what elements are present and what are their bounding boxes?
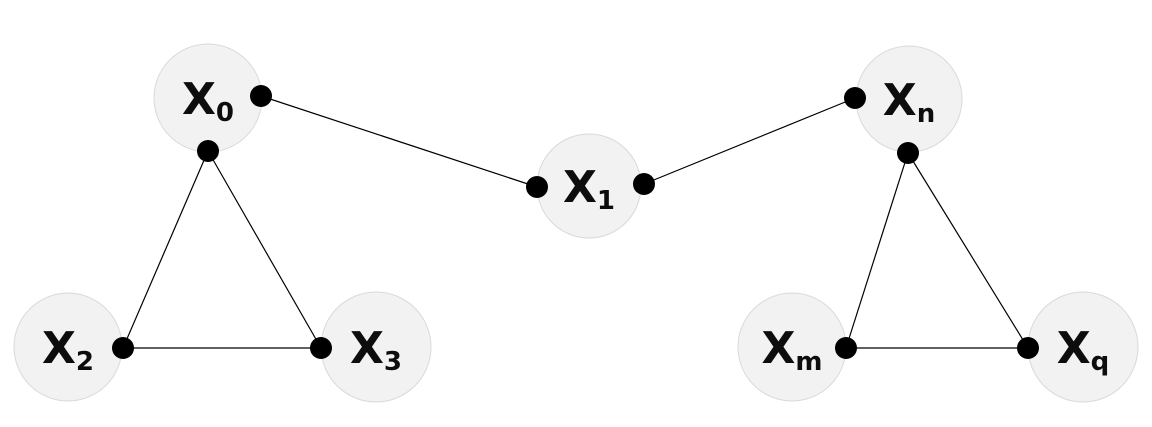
node-xq-label: Xq	[1057, 323, 1110, 377]
connector-dot-x0-right	[250, 85, 272, 107]
node-x2-label: X2	[42, 323, 94, 377]
edge-xn-xm	[845, 152, 909, 349]
edge-x0-x2	[122, 150, 209, 349]
connector-dot-x2-right	[112, 337, 134, 359]
connector-dots-layer	[112, 85, 1039, 359]
edges-layer	[122, 95, 1029, 349]
connector-dot-x0-bottom	[197, 140, 219, 162]
node-circles-layer	[13, 43, 1139, 403]
edge-x0-x3	[207, 150, 322, 349]
node-x3-label: X3	[350, 323, 402, 377]
edge-xn-xq	[907, 152, 1029, 349]
node-xm-label: Xm	[761, 323, 822, 377]
connector-dot-xn-bottom	[897, 142, 919, 164]
connector-dot-xn-left	[844, 87, 866, 109]
node-x0-label: X0	[182, 74, 234, 128]
connector-dot-xq-left	[1017, 337, 1039, 359]
connector-dot-x1-right	[633, 173, 655, 195]
node-x1-label: X1	[563, 162, 615, 216]
node-xn-label: Xn	[883, 75, 935, 129]
edge-x0-x1	[260, 95, 538, 188]
connector-dot-x3-left	[310, 337, 332, 359]
connector-dot-x1-left	[526, 176, 548, 198]
edge-x1-xn	[643, 97, 856, 185]
connector-dot-xm-right	[835, 337, 857, 359]
